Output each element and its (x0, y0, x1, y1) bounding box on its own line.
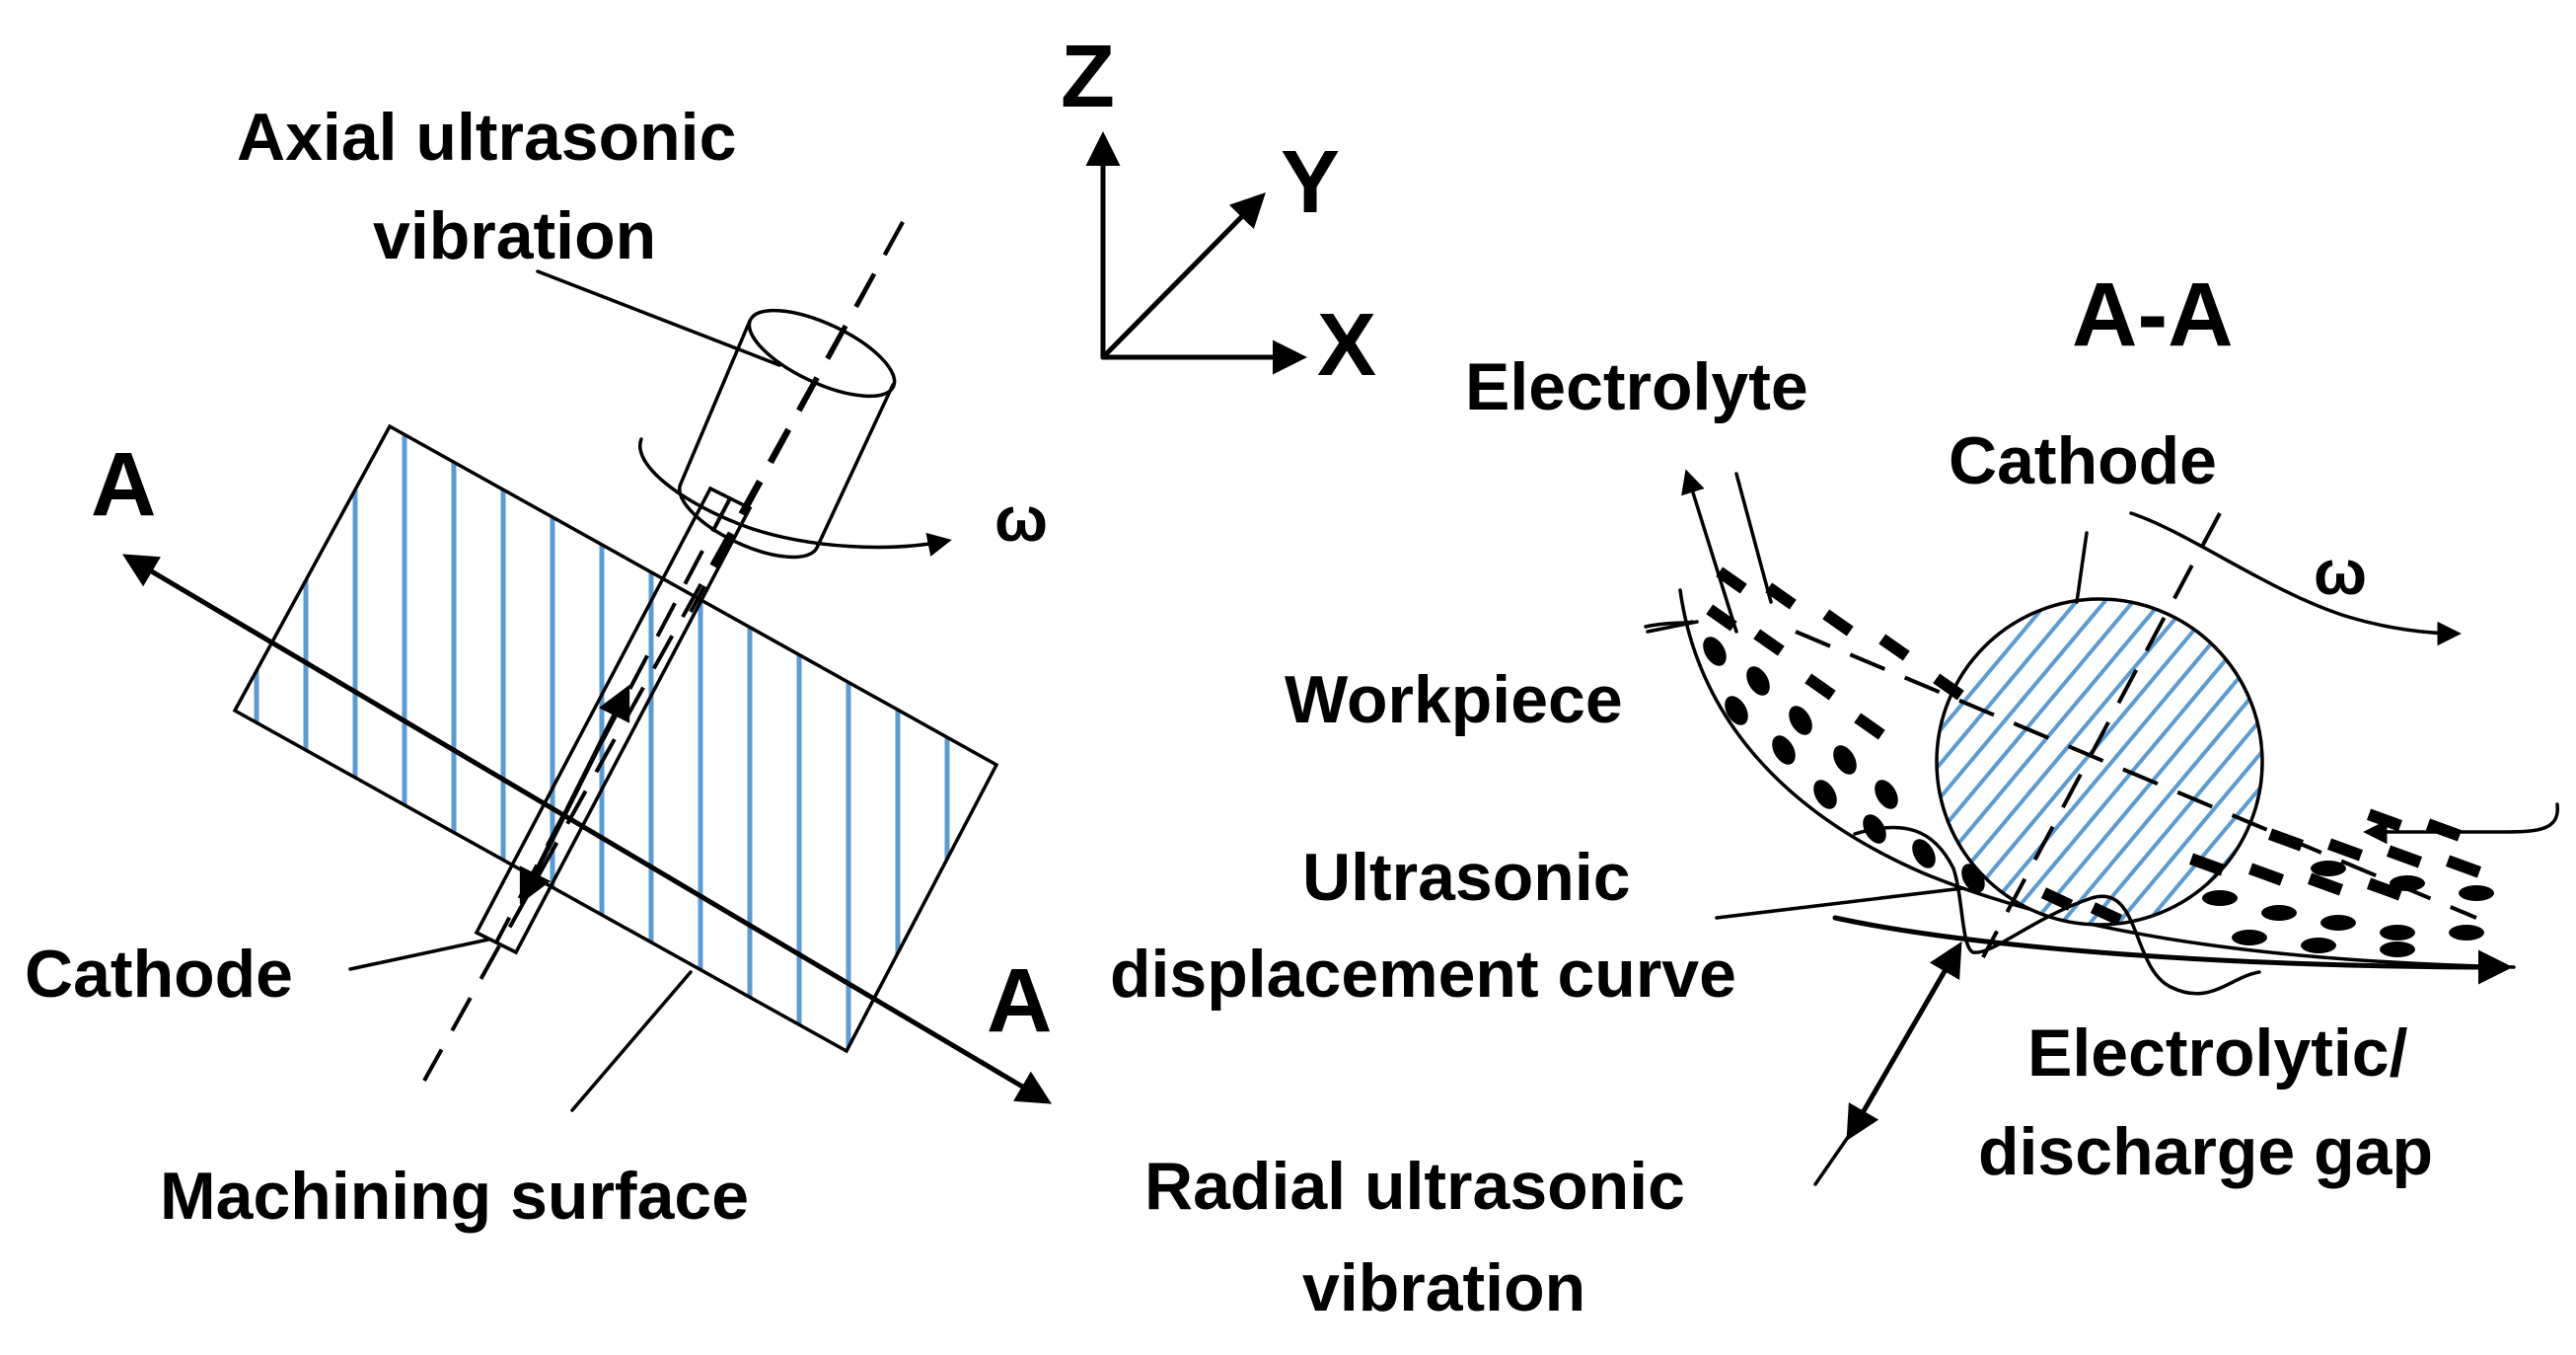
axis-y-label: Y (1281, 133, 1340, 232)
omega-right-label: ω (2314, 537, 2367, 608)
ultrasonic-displacement-curve (1853, 825, 2261, 996)
electrolyte-in-arrow (2363, 802, 2559, 845)
ultrasonic-curve-label-1: Ultrasonic (1302, 840, 1631, 915)
section-line-aa (121, 554, 1053, 1104)
ultrasonic-curve-leader (1715, 886, 1965, 920)
cathode-centerline (1981, 512, 2222, 958)
workpiece-label: Workpiece (1285, 662, 1623, 737)
ultrasonic-curve-label-2: displacement curve (1110, 937, 1736, 1012)
axial-vibration-arrow (519, 684, 630, 905)
cathode-section-circle (1935, 597, 2264, 927)
gap-label-2: discharge gap (1978, 1114, 2433, 1189)
workpiece-surface-outer (1678, 588, 2516, 969)
axial-vibration-label-2: vibration (373, 198, 656, 273)
workpiece-feed-arrow (1832, 915, 2513, 985)
cathode-right-leader (2075, 531, 2089, 604)
section-a-right-label: A (987, 950, 1052, 1051)
section-a-left-label: A (91, 434, 156, 535)
machining-surface-label: Machining surface (160, 1159, 749, 1234)
radial-vibration-label-2: vibration (1302, 1250, 1585, 1325)
axial-vibration-label-1: Axial ultrasonic (237, 100, 736, 175)
axial-vibration-leader (536, 269, 781, 367)
gap-centerline (1795, 630, 2477, 920)
cathode-right-label: Cathode (1949, 423, 2217, 498)
electrolyte-particles (1703, 566, 2494, 957)
axis-z-label: Z (1061, 28, 1115, 126)
gap-label-1: Electrolytic/ (2027, 1016, 2408, 1091)
machining-surface-leader (570, 970, 693, 1112)
electrolyte-label: Electrolyte (1465, 349, 1808, 424)
tool-axis-centerline (422, 221, 905, 1082)
section-view-aa: A-A Electrolyte Cathode ω Workpiece Ultr… (1110, 264, 2559, 1325)
cathode-left-label: Cathode (25, 937, 293, 1012)
cathode-left-leader (348, 938, 490, 971)
axis-x-label: X (1317, 296, 1376, 395)
electrolyte-out-arrow (1681, 469, 1738, 634)
omega-left-label: ω (994, 484, 1048, 555)
spindle-top-face (747, 308, 897, 399)
radial-vibration-label-1: Radial ultrasonic (1144, 1149, 1685, 1224)
rotation-arrow-right (2129, 511, 2462, 646)
radial-vibration-arrow (1846, 941, 1962, 1142)
machining-surface-hatch (254, 426, 950, 1051)
electrolyte-leader (1734, 472, 1773, 604)
isometric-view: Axial ultrasonic vibration A A ω Cathode… (25, 100, 1052, 1234)
section-title-label: A-A (2072, 264, 2234, 365)
coordinate-axes: Z Y X (1061, 28, 1376, 395)
radial-vibration-leader (1813, 1128, 1855, 1186)
y-axis-arrow (1100, 192, 1266, 360)
machining-surface-plate (232, 423, 999, 1054)
rotation-arrow-left (638, 437, 952, 557)
